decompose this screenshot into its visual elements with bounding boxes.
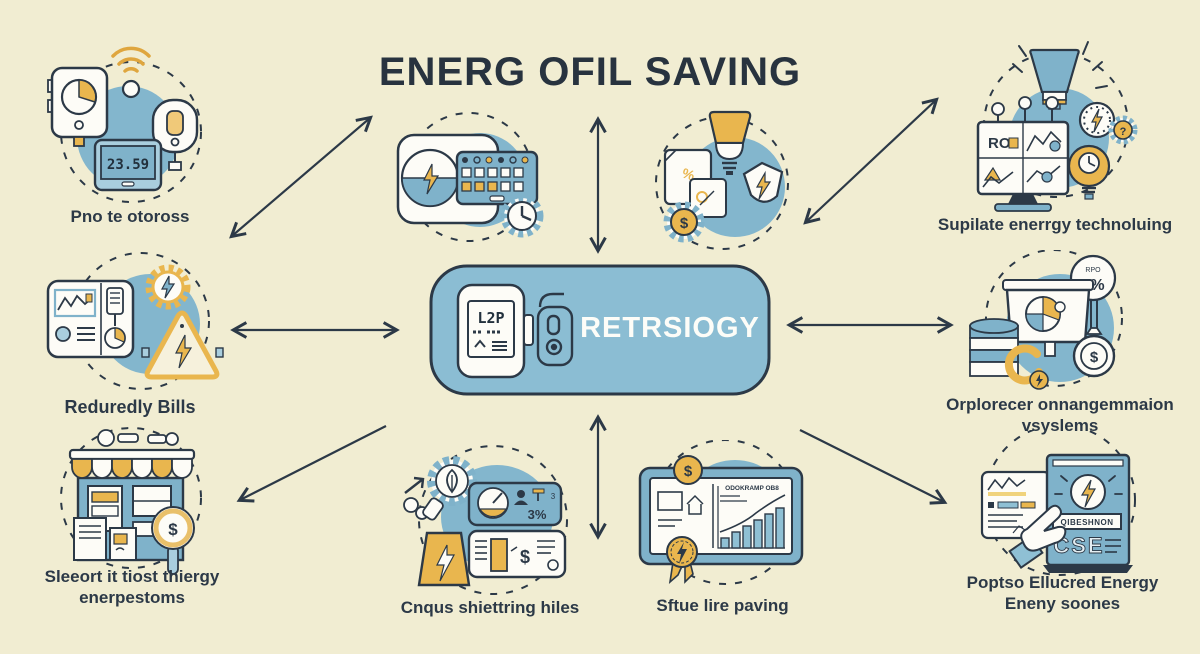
- hub-screen-text: L2P: [477, 309, 504, 327]
- bulb-clock-icon: [1067, 144, 1111, 200]
- dollar-sign: $: [680, 215, 689, 232]
- clock-gear-icon: [500, 194, 544, 238]
- control-panel-icon: [46, 279, 135, 359]
- label-energy-tech: Supilate enerrgy technoluing: [937, 215, 1173, 234]
- poster-banner-text: QIBESHNON: [1061, 518, 1114, 527]
- node-metering: 3 3% $: [403, 445, 568, 595]
- panel-percent: 3%: [528, 507, 547, 522]
- warning-triangle-icon: [141, 310, 224, 380]
- gear-question-icon: ?: [1108, 115, 1138, 145]
- chart-header-text: ODOKRAMP OB8: [725, 485, 779, 492]
- energy-poster-icon: QIBESHNON CSE: [1043, 453, 1133, 573]
- award-ribbon-icon: [666, 536, 698, 585]
- dollar-sign: $: [684, 463, 693, 480]
- money-bag-icon: $: [1072, 327, 1116, 378]
- hub-label: RETRSIOGY: [580, 312, 760, 344]
- crates-icon: [73, 517, 137, 561]
- button-panel-icon: [455, 150, 539, 206]
- badge-small-text: RPO: [1085, 267, 1101, 274]
- display-digits: 23.59: [107, 157, 149, 173]
- wifi-icon: [111, 46, 151, 73]
- node-energy-tech: RO ?: [976, 41, 1138, 212]
- energy-bucket-icon: [417, 497, 471, 587]
- gear-dollar-icon: $: [663, 201, 705, 243]
- gear-bolt-icon: [145, 264, 191, 310]
- dollar-sign: $: [168, 520, 178, 539]
- arrow-bottom-right: [799, 429, 948, 505]
- digital-display-icon: 23.59: [93, 138, 163, 192]
- coin-stack-icon: [969, 318, 1019, 377]
- dashed-ring: [984, 430, 1136, 576]
- bar-chart: [720, 507, 785, 549]
- label-poster-line1: Poptso Ellucred Energy: [966, 573, 1159, 592]
- node-meter-panel: [396, 112, 544, 242]
- report-board-icon: ODOKRAMP OB8: [638, 466, 804, 566]
- label-store-line1: Sleeort it tiost thiergy: [44, 567, 220, 586]
- node-management: RPO 5% $: [969, 250, 1123, 390]
- label-poster-line2: Eneny soones: [1004, 594, 1121, 614]
- node-store: $: [60, 427, 202, 575]
- label-metering: Cnqus shiettring hiles: [400, 598, 580, 617]
- dashed-ring: [418, 445, 568, 595]
- label-management-line1: Orplorecer onnangemmaion: [946, 395, 1174, 414]
- dashed-ring: [985, 250, 1123, 387]
- node-savings: ODOKRAMP OB8 $: [638, 440, 804, 585]
- label-store: Sleeort it tiost thiergy enerpestoms: [22, 566, 242, 609]
- shield-bolt-icon: [742, 161, 784, 203]
- question-mark: ?: [1120, 126, 1127, 138]
- label-poster: Poptso Ellucred Energy Eneny soones: [945, 572, 1180, 615]
- container-pie-icon: [1002, 279, 1094, 357]
- label-management-line2: vsyslems: [1021, 416, 1099, 436]
- label-reduced-bills: Reduredly Bills: [64, 397, 196, 417]
- thermostat-device-icon: L2P: [456, 283, 534, 379]
- small-percent: 3: [551, 492, 556, 501]
- pointing-hand-icon: [1008, 504, 1067, 570]
- label-management: Orplorecer onnangemmaion vsyslems: [935, 394, 1185, 437]
- dollar-magnifier-icon: $: [151, 506, 195, 575]
- dashboard-monitor-icon: RO: [976, 96, 1070, 212]
- gauge-panel-icon: 3 3%: [467, 481, 563, 527]
- dollar-sign: $: [520, 547, 530, 567]
- hub: L2P: [429, 264, 771, 396]
- node-smart-meters: 23.59: [47, 46, 202, 203]
- arrow-top-right: [803, 97, 939, 225]
- dollar-sign: $: [1090, 349, 1099, 366]
- dashed-ring: [60, 427, 202, 569]
- arrow-bottom-left: [236, 425, 387, 503]
- dollar-coin-icon: $: [673, 455, 703, 485]
- node-poster: QIBESHNON CSE: [980, 430, 1136, 576]
- lightbulb-icon: [708, 110, 752, 175]
- remote-device-icon: [536, 292, 574, 367]
- label-store-line2: enerpestoms: [79, 588, 185, 608]
- monitor-text: RO: [988, 135, 1011, 152]
- gauge-bolt-icon: [1078, 101, 1116, 139]
- report-panel-icon: [980, 470, 1052, 540]
- label-smart-meters: Pno te otoross: [70, 207, 190, 226]
- sensor-dot: [121, 79, 141, 99]
- plug-sensor-icon: [151, 98, 199, 171]
- label-savings: Sftue lire paving: [656, 596, 789, 615]
- node-reduced-bills: [46, 252, 224, 390]
- arrow-top-left: [229, 115, 373, 239]
- eco-gear-icon: [427, 456, 477, 506]
- rooftop-fixtures-icon: [97, 429, 179, 447]
- wrench-icon: [1004, 344, 1049, 390]
- node-bulb-docs: % % $: [655, 110, 789, 250]
- billing-panel-icon: $: [467, 529, 567, 579]
- meter-icon: [47, 66, 109, 147]
- percent-documents-icon: % %: [663, 148, 727, 218]
- page-title: ENERG OFIL SAVING: [378, 50, 802, 94]
- dashed-ring: [60, 61, 202, 203]
